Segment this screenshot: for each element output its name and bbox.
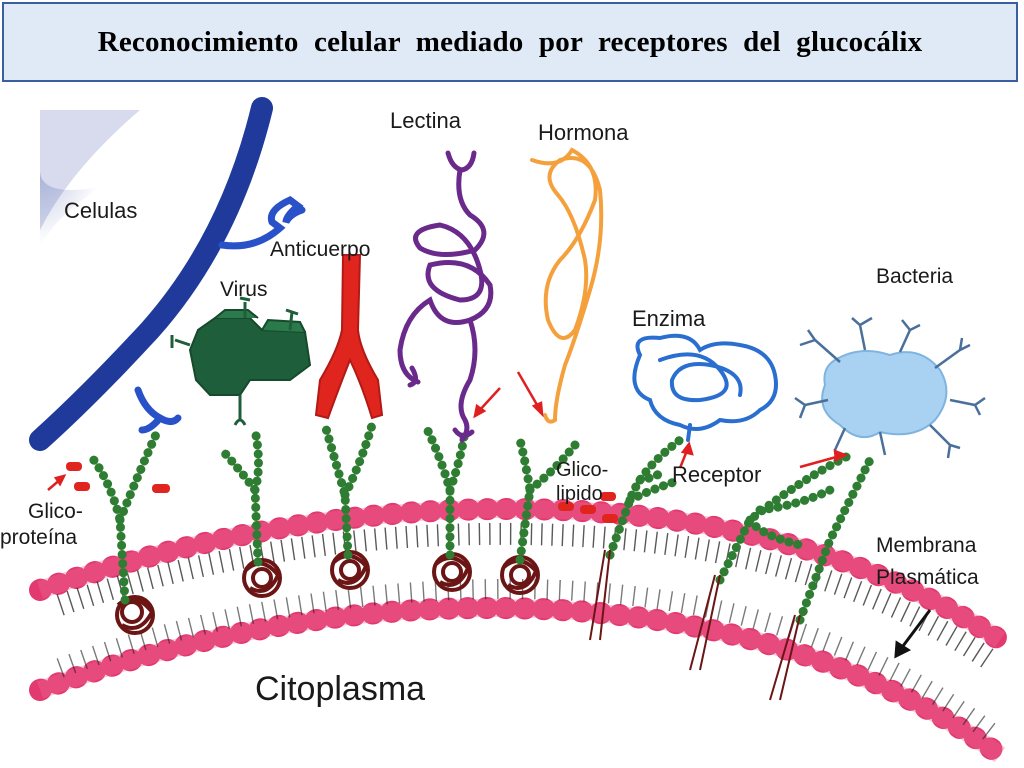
indicator-arrows (47, 371, 848, 491)
label-lectina: Lectina (390, 108, 462, 133)
plasma-membrane (29, 498, 1011, 766)
virus (170, 296, 312, 426)
glycan-chain-8 (795, 455, 875, 625)
membrane-inner-leaflet (29, 596, 1011, 766)
label-citoplasma: Citoplasma (255, 670, 425, 708)
bacteria (794, 316, 986, 459)
neighbor-cell (29, 97, 306, 451)
label-membrana-line2: Plasmática (876, 566, 979, 589)
membrane-anchors (589, 549, 801, 701)
label-glicoproteina-line2: proteína (0, 526, 77, 549)
enzyme (632, 333, 778, 442)
hormone (530, 147, 604, 424)
label-glicoproteina-line1: Glico- (28, 500, 83, 523)
label-receptor: Receptor (672, 462, 761, 487)
lectin (397, 150, 494, 443)
arrow-membrane (894, 609, 932, 659)
glycan-chain-1 (85, 425, 163, 605)
glycocalyx-chains (85, 420, 875, 625)
neighbor-cell-membrane (29, 97, 273, 451)
antibody (314, 254, 384, 420)
glycan-chain-5 (515, 435, 580, 565)
label-bacteria: Bacteria (876, 265, 953, 288)
title-banner: Reconocimiento celular mediado por recep… (2, 2, 1018, 82)
glycan-chain-3 (320, 420, 377, 560)
label-virus: Virus (220, 278, 267, 301)
protein-2 (242, 558, 282, 598)
label-anticuerpo: Anticuerpo (270, 238, 370, 261)
label-membrana-line1: Membrana (876, 534, 977, 557)
label-hormona: Hormona (538, 120, 629, 145)
glycan-chain-2 (217, 425, 263, 567)
glycan-chain-7 (715, 450, 855, 585)
arrow-bacteria (799, 454, 841, 469)
glycan-chain-6 (605, 435, 685, 560)
label-glicolipido-line1: Glico- (556, 459, 608, 481)
label-glicolipido-line2: lipido (556, 483, 603, 505)
cell-recognition-diagram: Celulas Anticuerpo Virus Lectina Hormona… (0, 97, 1011, 766)
label-celulas: Celulas (64, 198, 137, 223)
label-enzima: Enzima (632, 306, 706, 331)
page-title: Reconocimiento celular mediado por recep… (97, 25, 923, 58)
protein-4 (432, 552, 472, 592)
sugar-markers (66, 462, 618, 523)
